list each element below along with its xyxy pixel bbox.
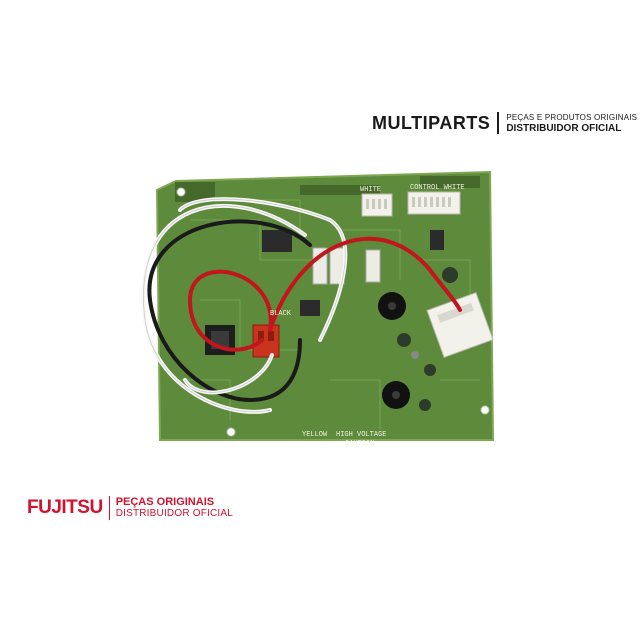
board-label-black: BLACK — [270, 310, 292, 318]
fujitsu-wordmark: FUJITSU — [27, 497, 103, 518]
board-label-caution: CAUTION — [345, 440, 374, 448]
multiparts-tagline-line1: PEÇAS E PRODUTOS ORIGINAIS — [506, 113, 638, 122]
fujitsu-tagline-line2: DISTRIBUIDOR OFICIAL — [115, 508, 234, 519]
board-label-high-voltage: HIGH VOLTAGE — [336, 431, 386, 439]
capacitors — [378, 267, 458, 411]
circuit-board — [155, 170, 495, 441]
fujitsu-separator — [108, 496, 110, 520]
white-connector-right — [426, 291, 494, 359]
board-label-control-white: CONTROL WHITE — [410, 184, 465, 192]
mounting-holes — [176, 187, 490, 437]
board-label-white: WHITE — [360, 186, 381, 194]
multiparts-tagline: PEÇAS E PRODUTOS ORIGINAIS DISTRIBUIDOR … — [506, 112, 637, 134]
multiparts-logo: MULTIPARTS PEÇAS E PRODUTOS ORIGINAIS DI… — [372, 112, 637, 134]
board-silkscreen: CAUTION HIGH VOLTAGE YELLOW BLACK WHITE … — [270, 184, 465, 448]
fujitsu-tagline: PEÇAS ORIGINAIS DISTRIBUIDOR OFICIAL — [116, 496, 233, 520]
fujitsu-logo: FUJITSU PEÇAS ORIGINAIS DISTRIBUIDOR OFI… — [27, 496, 233, 520]
white-connector-top — [361, 191, 461, 217]
board-label-yellow: YELLOW — [302, 431, 328, 439]
multiparts-tagline-line2: DISTRIBUIDOR OFICIAL — [506, 123, 622, 134]
red-connector — [252, 324, 280, 358]
wire-harness — [141, 197, 462, 414]
multiparts-name: MULTIPARTS — [372, 112, 491, 133]
multiparts-separator — [497, 112, 500, 134]
fujitsu-tagline-line1: PEÇAS ORIGINAIS — [115, 496, 215, 508]
